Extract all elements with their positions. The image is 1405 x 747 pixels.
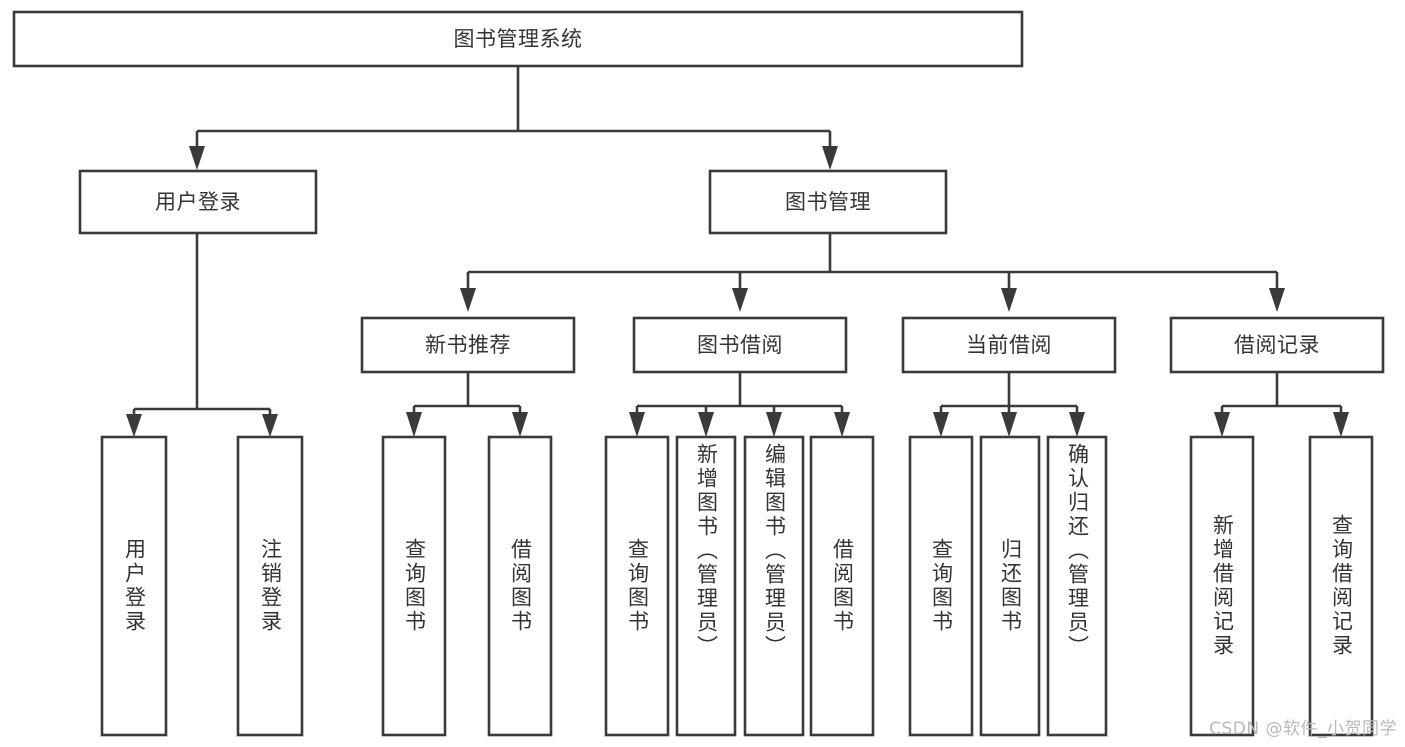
- node-leaf-query-book-3[interactable]: [908, 435, 974, 737]
- connector-bookborrow-to-leaves: [629, 372, 850, 437]
- node-leaf-query-book-1[interactable]: [381, 435, 447, 737]
- node-root[interactable]: [12, 10, 1024, 68]
- node-user-login[interactable]: [78, 169, 318, 235]
- node-leaf-add-book[interactable]: [675, 435, 737, 737]
- node-leaf-add-record[interactable]: [1189, 435, 1255, 737]
- node-new-book-recommend[interactable]: [360, 316, 576, 374]
- node-leaf-confirm-return[interactable]: [1046, 435, 1108, 737]
- connector-userlogin-to-leaves: [126, 233, 278, 437]
- node-leaf-query-record[interactable]: [1308, 435, 1374, 737]
- node-leaf-user-login[interactable]: [100, 435, 168, 737]
- node-leaf-borrow-book-1[interactable]: [487, 435, 553, 737]
- node-leaf-borrow-book-2[interactable]: [809, 435, 875, 737]
- node-leaf-query-book-2[interactable]: [604, 435, 670, 737]
- node-borrow-record[interactable]: [1169, 316, 1385, 374]
- node-leaf-edit-book[interactable]: [743, 435, 805, 737]
- connector-root-to-level1: [189, 66, 838, 170]
- connector-newbook-to-leaves: [406, 372, 528, 437]
- connector-bookmgmt-to-level2: [460, 233, 1285, 312]
- connector-borrowrecord-to-leaves: [1214, 372, 1349, 437]
- connector-currentborrow-to-leaves: [933, 372, 1085, 437]
- node-current-borrow[interactable]: [901, 316, 1117, 374]
- node-book-borrow[interactable]: [632, 316, 848, 374]
- node-leaf-return-book[interactable]: [979, 435, 1041, 737]
- node-leaf-logout[interactable]: [236, 435, 304, 737]
- node-book-management[interactable]: [708, 169, 948, 235]
